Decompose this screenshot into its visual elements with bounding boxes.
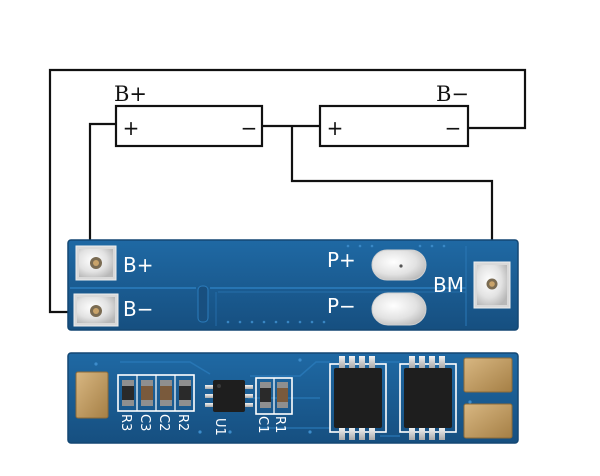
silk-b-plus: B+ [123, 253, 153, 277]
silk-r2: R2 [175, 414, 190, 431]
passive-components-mid [255, 377, 293, 415]
wire-bm [290, 126, 494, 280]
silk-bm: BM [433, 273, 464, 297]
silk-c2: C2 [156, 414, 171, 431]
label-b-plus: B+ [114, 82, 147, 106]
pcb-back: R3 C3 C2 R2 U1 C1 R1 [67, 352, 519, 444]
pad-b-plus [75, 245, 117, 281]
mosfet-chip-1 [329, 356, 387, 440]
silk-r1: R1 [272, 416, 287, 433]
wire-b-plus [88, 122, 118, 258]
battery1-minus: − [241, 116, 258, 140]
silk-p-minus: P− [327, 294, 356, 318]
battery1-plus: + [123, 116, 140, 140]
pad-gold-right-bottom [463, 403, 513, 439]
label-b-minus: B− [436, 82, 469, 106]
silk-r3: R3 [118, 414, 133, 431]
pad-p-plus [371, 249, 427, 281]
passive-components-left [117, 374, 195, 412]
battery-cell-2: + − [318, 104, 470, 148]
wire-b-minus [48, 68, 527, 314]
battery2-minus: − [445, 116, 462, 140]
pad-b-minus [73, 293, 119, 327]
pcb-front: B+ B− P+ P− BM [67, 239, 519, 331]
silk-c1: C1 [255, 416, 270, 433]
pad-bm [473, 261, 511, 309]
chip-u1 [205, 380, 253, 412]
silk-b-minus: B− [123, 297, 153, 321]
pad-p-minus [371, 292, 427, 326]
silk-u1: U1 [212, 418, 227, 436]
pad-gold-left [75, 371, 109, 419]
mosfet-chip-2 [399, 356, 457, 440]
wiring [48, 68, 527, 314]
silk-p-plus: P+ [327, 248, 356, 272]
pad-gold-right-top [463, 357, 513, 393]
battery2-plus: + [327, 116, 344, 140]
silk-c3: C3 [137, 414, 152, 431]
battery-cell-1: + − [114, 104, 264, 148]
